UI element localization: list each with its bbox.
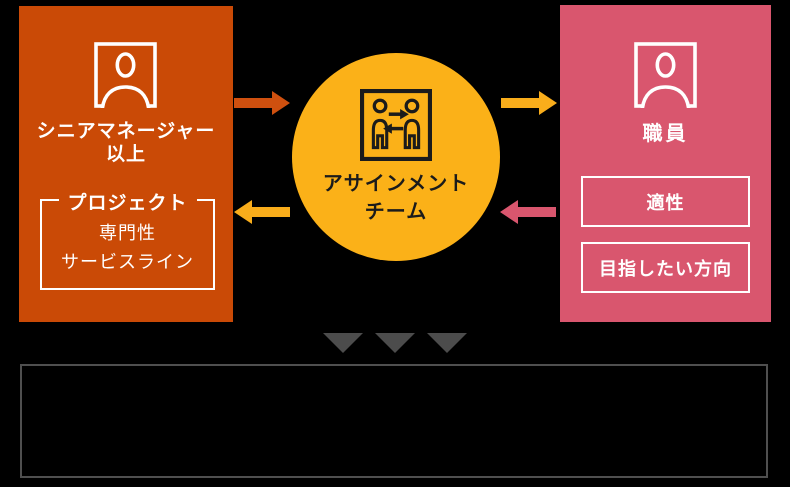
- staff-item-desired-direction: 目指したい方向: [581, 242, 750, 293]
- triple-down-triangle-icons: [323, 333, 467, 353]
- arrow-left-staff-to-team-icon: [500, 200, 556, 224]
- staff-item-aptitude: 適性: [581, 176, 750, 227]
- person-frame-icon: [94, 42, 157, 108]
- down-triangle-icon: [323, 333, 363, 353]
- senior-manager-title-line1: シニアマネージャー: [36, 121, 216, 142]
- staff-box: 職員 適性 目指したい方向: [560, 5, 771, 322]
- arrow-left-team-to-manager-icon: [234, 200, 290, 224]
- senior-manager-title: シニアマネージャー 以上: [19, 120, 233, 166]
- project-group-item: サービスライン: [61, 252, 194, 272]
- people-exchange-icon: [360, 89, 432, 161]
- footer-panel: [20, 364, 768, 478]
- project-group: プロジェクト 専門性 サービスライン: [40, 188, 215, 290]
- arrow-right-team-to-staff-icon: [501, 91, 557, 115]
- assignment-team-title-line1: アサインメント: [322, 173, 470, 195]
- down-triangle-icon: [375, 333, 415, 353]
- senior-manager-title-line2: 以上: [105, 144, 146, 165]
- staff-title: 職員: [642, 123, 689, 145]
- arrow-right-manager-to-team-icon: [234, 91, 290, 115]
- assignment-team-title: アサインメント チーム: [292, 170, 500, 226]
- assignment-team-circle: アサインメント チーム: [292, 53, 500, 261]
- project-group-item: 専門性: [99, 223, 156, 243]
- assignment-team-title-line2: チーム: [364, 201, 428, 223]
- project-group-items: 専門性 サービスライン: [42, 219, 213, 277]
- down-triangle-icon: [427, 333, 467, 353]
- person-frame-icon: [634, 42, 697, 108]
- project-group-label: プロジェクト: [58, 188, 197, 215]
- senior-manager-box: シニアマネージャー 以上 プロジェクト 専門性 サービスライン: [19, 6, 233, 322]
